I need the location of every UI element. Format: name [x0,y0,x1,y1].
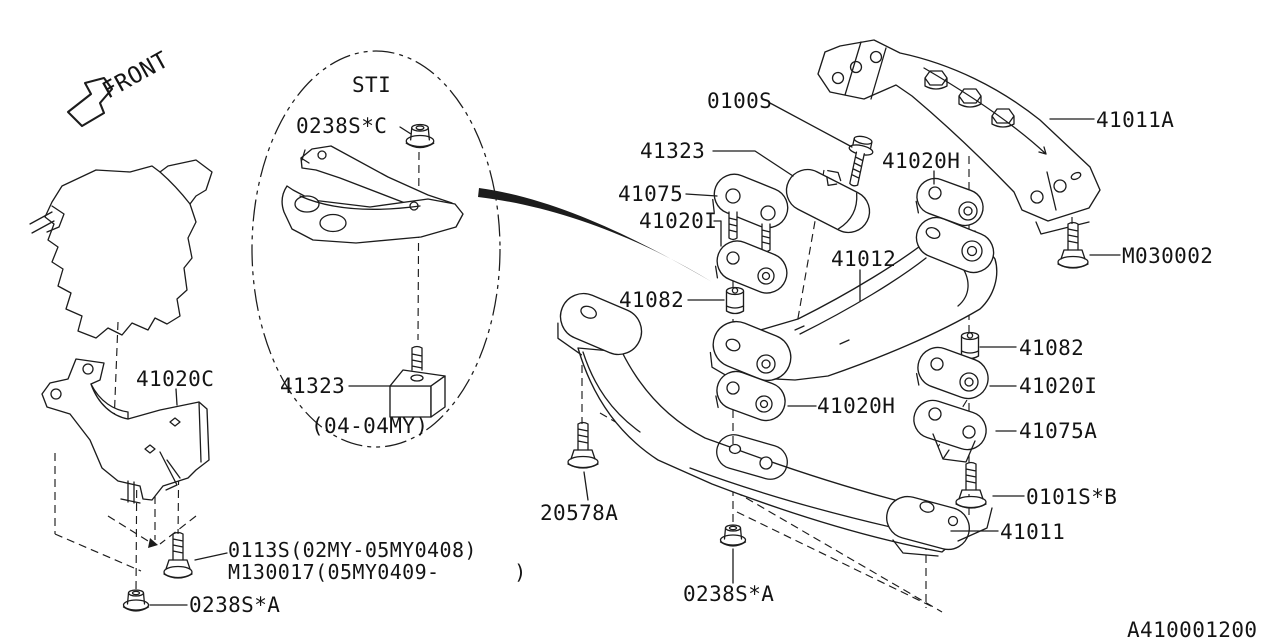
leader-lines [150,103,1120,605]
label-41075a: 41075A [1019,419,1097,443]
spacer-41082-right-drawing [962,333,979,359]
cushion-41323-drawing [779,154,881,239]
bolt-m030002-drawing [1058,223,1088,269]
label-41020i-right: 41020I [1019,374,1097,398]
drawing-number: A410001200 [1127,618,1257,640]
dash-arrowhead [148,538,158,548]
bolt-20578a-drawing [568,423,598,469]
transmission-outline [30,160,212,338]
nut-0238sa-center-drawing [721,525,746,546]
label-41020c: 41020C [136,367,214,391]
label-41082-left: 41082 [619,288,684,312]
spacer-41082-left-drawing [727,288,744,314]
label-m130017: M130017(05MY0409- ) [228,560,527,584]
label-model-year-note: (04-04MY) [311,414,428,438]
label-0238sa-left: 0238S*A [189,593,280,617]
bracket-41075a-drawing [909,395,991,462]
front-arrow-icon [68,78,112,126]
sti-bracket-drawing [282,146,463,243]
label-41011: 41011 [1000,520,1065,544]
label-41012: 41012 [831,247,896,271]
sti-cushion-cube-drawing [390,347,445,418]
bolt-0101sb-drawing [956,463,986,509]
bracket-41011a-drawing [818,40,1100,234]
bolt-0100s-drawing [842,134,876,188]
label-41323-sti: 41323 [280,374,345,398]
label-41020h-lower: 41020H [817,394,895,418]
label-0238sc: 0238S*C [296,114,387,138]
callout-pointer-swoosh [478,188,712,282]
plate-41020h-lower-drawing [711,366,791,428]
sti-callout-bubble [252,51,500,447]
plate-41020i-left-drawing [710,235,793,302]
label-0238sa-center: 0238S*A [683,582,774,606]
label-41323: 41323 [640,139,705,163]
nut-0238sc-drawing [406,125,434,148]
label-0113s: 0113S(02MY-05MY0408) [228,538,477,562]
plate-41020h-upper-drawing [911,173,988,233]
label-41020h-upper: 41020H [882,149,960,173]
plate-41075-drawing [707,168,794,251]
label-0101sb: 0101S*B [1026,485,1117,509]
label-41082-right: 41082 [1019,336,1084,360]
bracket-41020c-drawing [42,359,209,503]
front-label: FRONT [98,47,173,104]
label-41011a: 41011A [1096,108,1174,132]
label-20578a: 20578A [540,501,618,525]
sti-title: STI [352,73,391,97]
label-m030002: M030002 [1122,244,1213,268]
label-41075: 41075 [618,182,683,206]
label-41020i-left: 41020I [639,209,717,233]
label-0100s: 0100S [707,89,772,113]
crossmember-41012-drawing [702,211,999,397]
plate-41020i-right-drawing [911,342,993,407]
bolt-0113s-drawing [164,533,192,579]
crossmember-41011-drawing [548,286,992,556]
nut-0238sa-left-drawing [124,590,149,611]
